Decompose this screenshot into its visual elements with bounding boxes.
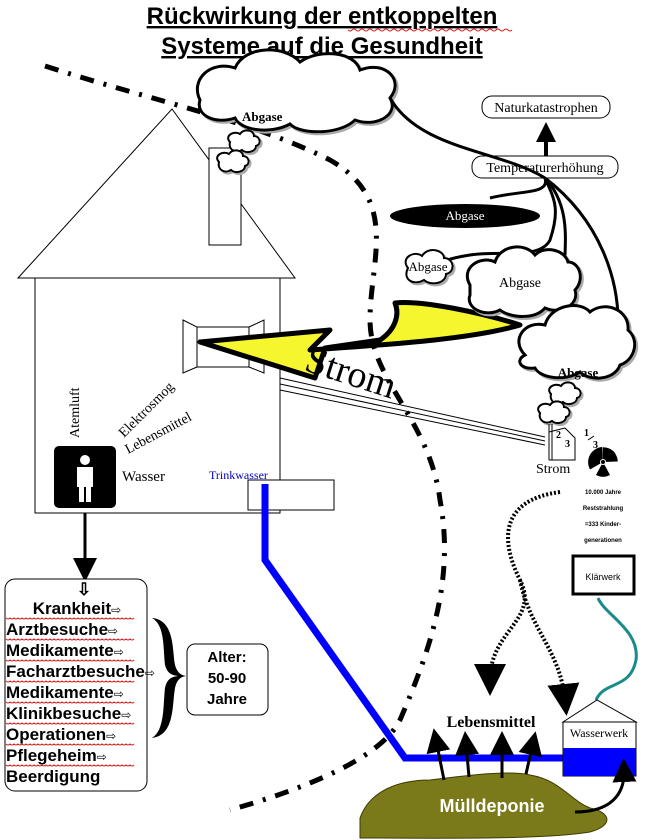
- nuclear-note-line-2: Reststrahlung: [583, 506, 624, 512]
- label-wasser: Wasser: [122, 469, 165, 485]
- right-arrow-icon: ⇨: [97, 750, 107, 764]
- disease-chain-item: Medikamente⇨: [6, 683, 124, 702]
- cloud-plant: [517, 304, 637, 380]
- fraction-slash: [587, 435, 595, 441]
- disease-chain-item: Arztbesuche⇨: [6, 620, 118, 639]
- fraction-two-thirds-den: 3: [565, 439, 570, 450]
- small-cloud-plant-2: [537, 400, 571, 425]
- fraction-two-thirds-num: 2: [556, 430, 561, 441]
- disease-chain-item: Krankheit⇨: [33, 599, 121, 618]
- right-arrow-icon: ⇨: [121, 708, 131, 722]
- age-line-2: 50-90: [208, 670, 246, 687]
- disease-chain-item: Pflegeheim⇨: [6, 746, 107, 765]
- nuclear-note-line-4: generationen: [584, 538, 622, 544]
- landfill: [359, 772, 608, 839]
- disease-chain-down-arrow: ⇩: [77, 580, 91, 599]
- cloud-small: [404, 249, 454, 285]
- label-temperaturerhoehung: Temperaturerhöhung: [486, 161, 603, 176]
- nuclear-note-line-3: =333 Kinder-: [585, 522, 621, 528]
- age-line-3: Jahre: [207, 691, 247, 708]
- disease-chain-list: Krankheit⇨ Arztbesuche⇨ Medikamente⇨ Fachar…: [5, 599, 155, 786]
- right-arrow-icon: ⇨: [108, 624, 118, 638]
- nuclear-note-line-1: 10.000 Jahre: [585, 490, 622, 496]
- house: [16, 108, 296, 514]
- small-cloud-chimney-1: [227, 129, 261, 154]
- radiation-icon: [588, 447, 618, 477]
- right-arrow-icon: ⇨: [106, 729, 116, 743]
- person-icon: [54, 446, 116, 508]
- spellcheck-underline: [5, 722, 135, 725]
- label-abgase-small: Abgase: [409, 259, 448, 274]
- cloud-mid: [466, 245, 582, 318]
- label-abgase-house: Abgase: [242, 109, 283, 124]
- title-line-1: Rückwirkung der entkoppelten: [147, 3, 498, 30]
- cloud-house: [196, 48, 397, 134]
- disease-chain-item: Facharztbesuche⇨: [6, 662, 155, 681]
- right-arrow-icon: ⇨: [145, 666, 155, 680]
- label-wasserwerk: Wasserwerk: [570, 726, 628, 740]
- age-line-1: Alter:: [207, 649, 246, 666]
- spellcheck-underline: [5, 617, 135, 620]
- label-trinkwasser: Trinkwasser: [209, 468, 268, 482]
- right-arrow-icon: ⇨: [114, 645, 124, 659]
- spellcheck-underline: [5, 638, 135, 641]
- drinking-water-pipe: [261, 484, 565, 762]
- disease-chain-box: [4, 578, 148, 792]
- nuclear-note: 10.000 Jahre Reststrahlung =333 Kinder- …: [583, 490, 624, 544]
- spellcheck-underline: [5, 743, 135, 746]
- cloud-dark: [390, 204, 540, 228]
- label-abgase-mid: Abgase: [499, 276, 541, 291]
- river-line: [594, 597, 638, 701]
- spellcheck-underline: [5, 764, 135, 767]
- radiation-paths: [474, 490, 580, 716]
- fraction-one-third-num: 1: [584, 428, 589, 439]
- disease-chain-item: Operationen⇨: [6, 725, 116, 744]
- spellcheck-underline: [5, 701, 135, 704]
- label-abgase-plant: Abgase: [558, 365, 599, 380]
- spellcheck-underline: [5, 680, 135, 683]
- disease-chain-item: Klinikbesuche⇨: [6, 704, 131, 723]
- disease-chain-item: Beerdigung: [6, 767, 100, 786]
- label-lebensmittel-bottom: Lebensmittel: [447, 714, 536, 731]
- fraction-one-third-den: 3: [593, 440, 598, 451]
- disease-chain-item: Medikamente⇨: [6, 641, 124, 660]
- label-muelldeponie: Mülldeponie: [440, 796, 545, 816]
- box-klaerwerk: [571, 554, 636, 596]
- power-lines: [279, 377, 546, 446]
- label-strom-plant: Strom: [536, 462, 570, 477]
- arrow-landfill-to-wasserwerk: [574, 758, 637, 814]
- strom-arrow: [197, 300, 523, 381]
- right-arrow-icon: ⇨: [114, 687, 124, 701]
- food-arrows: [426, 728, 543, 781]
- box-naturkatastrophen: [481, 95, 611, 119]
- small-cloud-chimney-2: [216, 149, 250, 174]
- label-naturkatastrophen: Naturkatastrophen: [494, 101, 597, 116]
- label-abgase-dark: Abgase: [446, 208, 485, 223]
- curly-brace: [152, 618, 186, 738]
- label-atemluft: Atemluft: [68, 387, 83, 438]
- water-meter-box: [247, 479, 335, 511]
- system-boundary-line: [44, 63, 447, 813]
- label-klaerwerk: Klärwerk: [585, 572, 621, 582]
- power-plant: [548, 424, 576, 461]
- spellcheck-underline: [347, 28, 513, 32]
- age-box: [186, 643, 269, 716]
- right-arrow-icon: ⇨: [111, 603, 121, 617]
- spellcheck-underline: [5, 659, 135, 662]
